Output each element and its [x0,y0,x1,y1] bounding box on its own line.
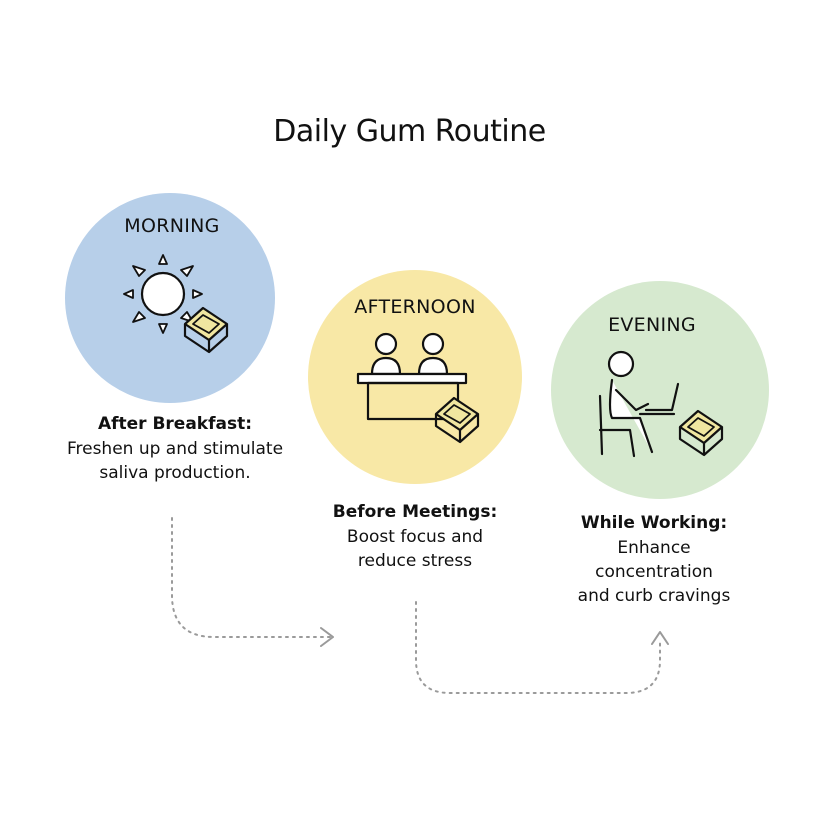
caption-line: reduce stress [357,551,473,571]
page-title: Daily Gum Routine [273,114,546,149]
caption-line: Boost focus and [346,527,484,547]
caption-line: Freshen up and stimulate [66,439,284,459]
laptop-worker-icon [598,350,680,458]
stage-label-afternoon: AFTERNOON [354,296,476,318]
sun-icon [123,254,203,334]
caption-line: and curb cravings [577,586,731,606]
caption-heading: Before Meetings: [332,502,498,522]
caption-afternoon: Before Meetings: Boost focus and reduce … [285,502,545,573]
caption-morning: After Breakfast: Freshen up and stimulat… [45,414,305,485]
connector-afternoon-evening [415,601,661,694]
caption-line: concentration [595,562,713,582]
caption-heading: While Working: [580,513,728,533]
connector-morning-afternoon [171,517,331,638]
meeting-desk-icon [356,332,468,421]
arrow-head-icon [651,631,669,645]
caption-line: saliva production. [99,463,251,483]
stage-label-evening: EVENING [608,314,696,336]
stage-label-morning: MORNING [124,215,220,237]
caption-line: Enhance [617,538,691,558]
caption-heading: After Breakfast: [97,414,253,434]
arrow-head-icon [320,627,334,647]
caption-evening: While Working: Enhance concentration and… [524,513,784,608]
